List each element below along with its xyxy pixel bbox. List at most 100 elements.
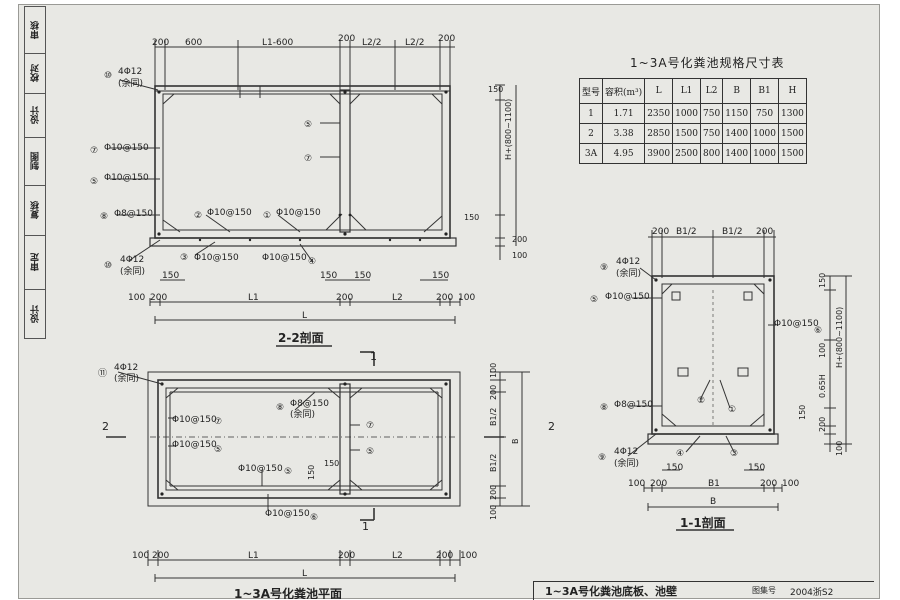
dim-label: 100	[818, 343, 827, 358]
dim-label: B	[511, 439, 520, 445]
table-cell: 1400	[722, 143, 752, 164]
dim-label: 150	[798, 405, 807, 420]
callout-num: ⑪	[98, 368, 107, 379]
dim-label: 100	[128, 293, 145, 303]
dim-label: L	[302, 569, 307, 579]
dim-label: H+(800~1100)	[835, 307, 844, 368]
table-header: 型号	[578, 78, 604, 104]
dim-label: B1	[708, 479, 720, 489]
table-row: 3A 4.95 3900 2500 800 1400 1000 1500	[578, 143, 807, 164]
callout-label: Φ8@150	[614, 400, 653, 410]
callout-sub: (余同)	[614, 457, 639, 469]
table-header: L1	[672, 78, 701, 104]
atlas-number: 2004浙S2	[790, 588, 834, 598]
callout-label: Φ10@150	[172, 415, 217, 425]
table-cell: 1500	[672, 123, 701, 144]
table-cell: 1000	[750, 123, 779, 144]
section-11-drawing	[627, 230, 852, 531]
drawing-title: 1~3A号化粪池底板、池壁	[545, 585, 678, 598]
table-header: L2	[699, 78, 724, 104]
callout-num: ④	[676, 449, 684, 459]
table-cell: 750	[750, 103, 779, 124]
table-header: B1	[750, 78, 779, 104]
table-cell: 2850	[644, 123, 674, 144]
callout-num: ⑤	[284, 467, 292, 477]
plan-labels: ⑪ 4Φ12 (余同) ⑧ Φ8@150 (余同) ⑦ Φ10@150 ⑤ Φ1…	[98, 350, 555, 599]
dim-label: 100	[489, 363, 498, 378]
callout-num: ⑧	[276, 403, 284, 413]
table-cell: 1500	[778, 123, 807, 144]
table-cell: 1500	[778, 143, 807, 164]
callout-num: ③	[180, 253, 188, 263]
table-cell: 1400	[722, 123, 752, 144]
callout-label: Φ10@150	[172, 440, 217, 450]
table-cell: 2500	[672, 143, 701, 164]
table-header: H	[778, 78, 807, 104]
dim-label: 150	[307, 465, 316, 480]
dim-label: 200	[818, 417, 827, 432]
callout-label: 4Φ12	[614, 447, 638, 457]
callout-num: ⑤	[590, 295, 598, 305]
dim-label: B1/2	[722, 227, 743, 237]
section-22-labels: 200 600 L1-600 200 L2/2 L2/2 200 ⑩ 4Φ12 …	[90, 34, 527, 345]
side-cell: 设计	[25, 93, 45, 138]
table-cell: 4.95	[602, 143, 646, 164]
callout-num: ⑦	[90, 146, 98, 156]
callout-label: Φ10@150	[104, 143, 149, 153]
table-cell: 1150	[722, 103, 752, 124]
dim-label: 200	[489, 485, 498, 500]
side-cell: 复核	[25, 185, 45, 236]
callout-num: ⑨	[598, 453, 606, 463]
dim-label: 0.65H	[818, 374, 827, 398]
callout-num: ⑩	[104, 71, 112, 81]
table-cell: 1	[578, 103, 604, 124]
atlas-label: 图集号	[752, 586, 776, 595]
dim-label: L	[302, 311, 307, 321]
dim-label: 200	[338, 551, 355, 561]
side-cell: 审核	[25, 7, 45, 54]
table-header-row: 型号 容积(m³) L L1 L2 B B1 H	[578, 78, 807, 104]
callout-num: ⑥	[310, 513, 318, 523]
dim-label: 100	[628, 479, 645, 489]
callout-label: Φ10@150	[262, 253, 307, 263]
dim-label: 200	[489, 385, 498, 400]
title-side-strip: 审核 校对 设计 制图 复核 审定 设计	[24, 6, 46, 339]
callout-num: ⑧	[600, 403, 608, 413]
dim-label: 100	[132, 551, 149, 561]
dim-label: L1	[248, 551, 259, 561]
table-cell: 1000	[750, 143, 779, 164]
side-cell: 制图	[25, 137, 45, 186]
callout-num: ①	[728, 405, 736, 415]
dim-label: 150	[432, 271, 449, 281]
dim-label: 100	[835, 441, 844, 456]
dim-label: B1/2	[489, 408, 498, 426]
table-cell: 800	[699, 143, 724, 164]
table-cell: 2	[578, 123, 604, 144]
section-mark: 2	[548, 420, 555, 433]
table-row: 2 3.38 2850 1500 750 1400 1000 1500	[578, 123, 807, 144]
title-block	[533, 581, 874, 600]
table-cell: 1.71	[602, 103, 646, 124]
callout-num: ⑤	[304, 120, 312, 130]
callout-label: Φ10@150	[194, 253, 239, 263]
dim-label: 200	[436, 293, 453, 303]
table-cell: 3.38	[602, 123, 646, 144]
side-cell: 审定	[25, 235, 45, 290]
dim-label: L2/2	[362, 38, 382, 48]
dim-label: 600	[185, 38, 202, 48]
callout-num: ①	[263, 211, 271, 221]
callout-label: 4Φ12	[120, 255, 144, 265]
table-row: 1 1.71 2350 1000 750 1150 750 1300	[578, 103, 807, 124]
dim-label: 200	[152, 551, 169, 561]
dim-label: 100	[489, 505, 498, 520]
callout-num: ⑤	[90, 177, 98, 187]
callout-num: ⑦	[214, 417, 222, 427]
dim-label: 150	[818, 273, 827, 288]
dim-label: 150	[488, 85, 503, 94]
callout-num: ②	[697, 396, 705, 406]
dim-label: B1/2	[676, 227, 697, 237]
spec-table-title: 1~3A号化粪池规格尺寸表	[630, 56, 785, 70]
table-cell: 1300	[778, 103, 807, 124]
dim-label: B1/2	[489, 454, 498, 472]
dim-label: 150	[666, 463, 683, 473]
